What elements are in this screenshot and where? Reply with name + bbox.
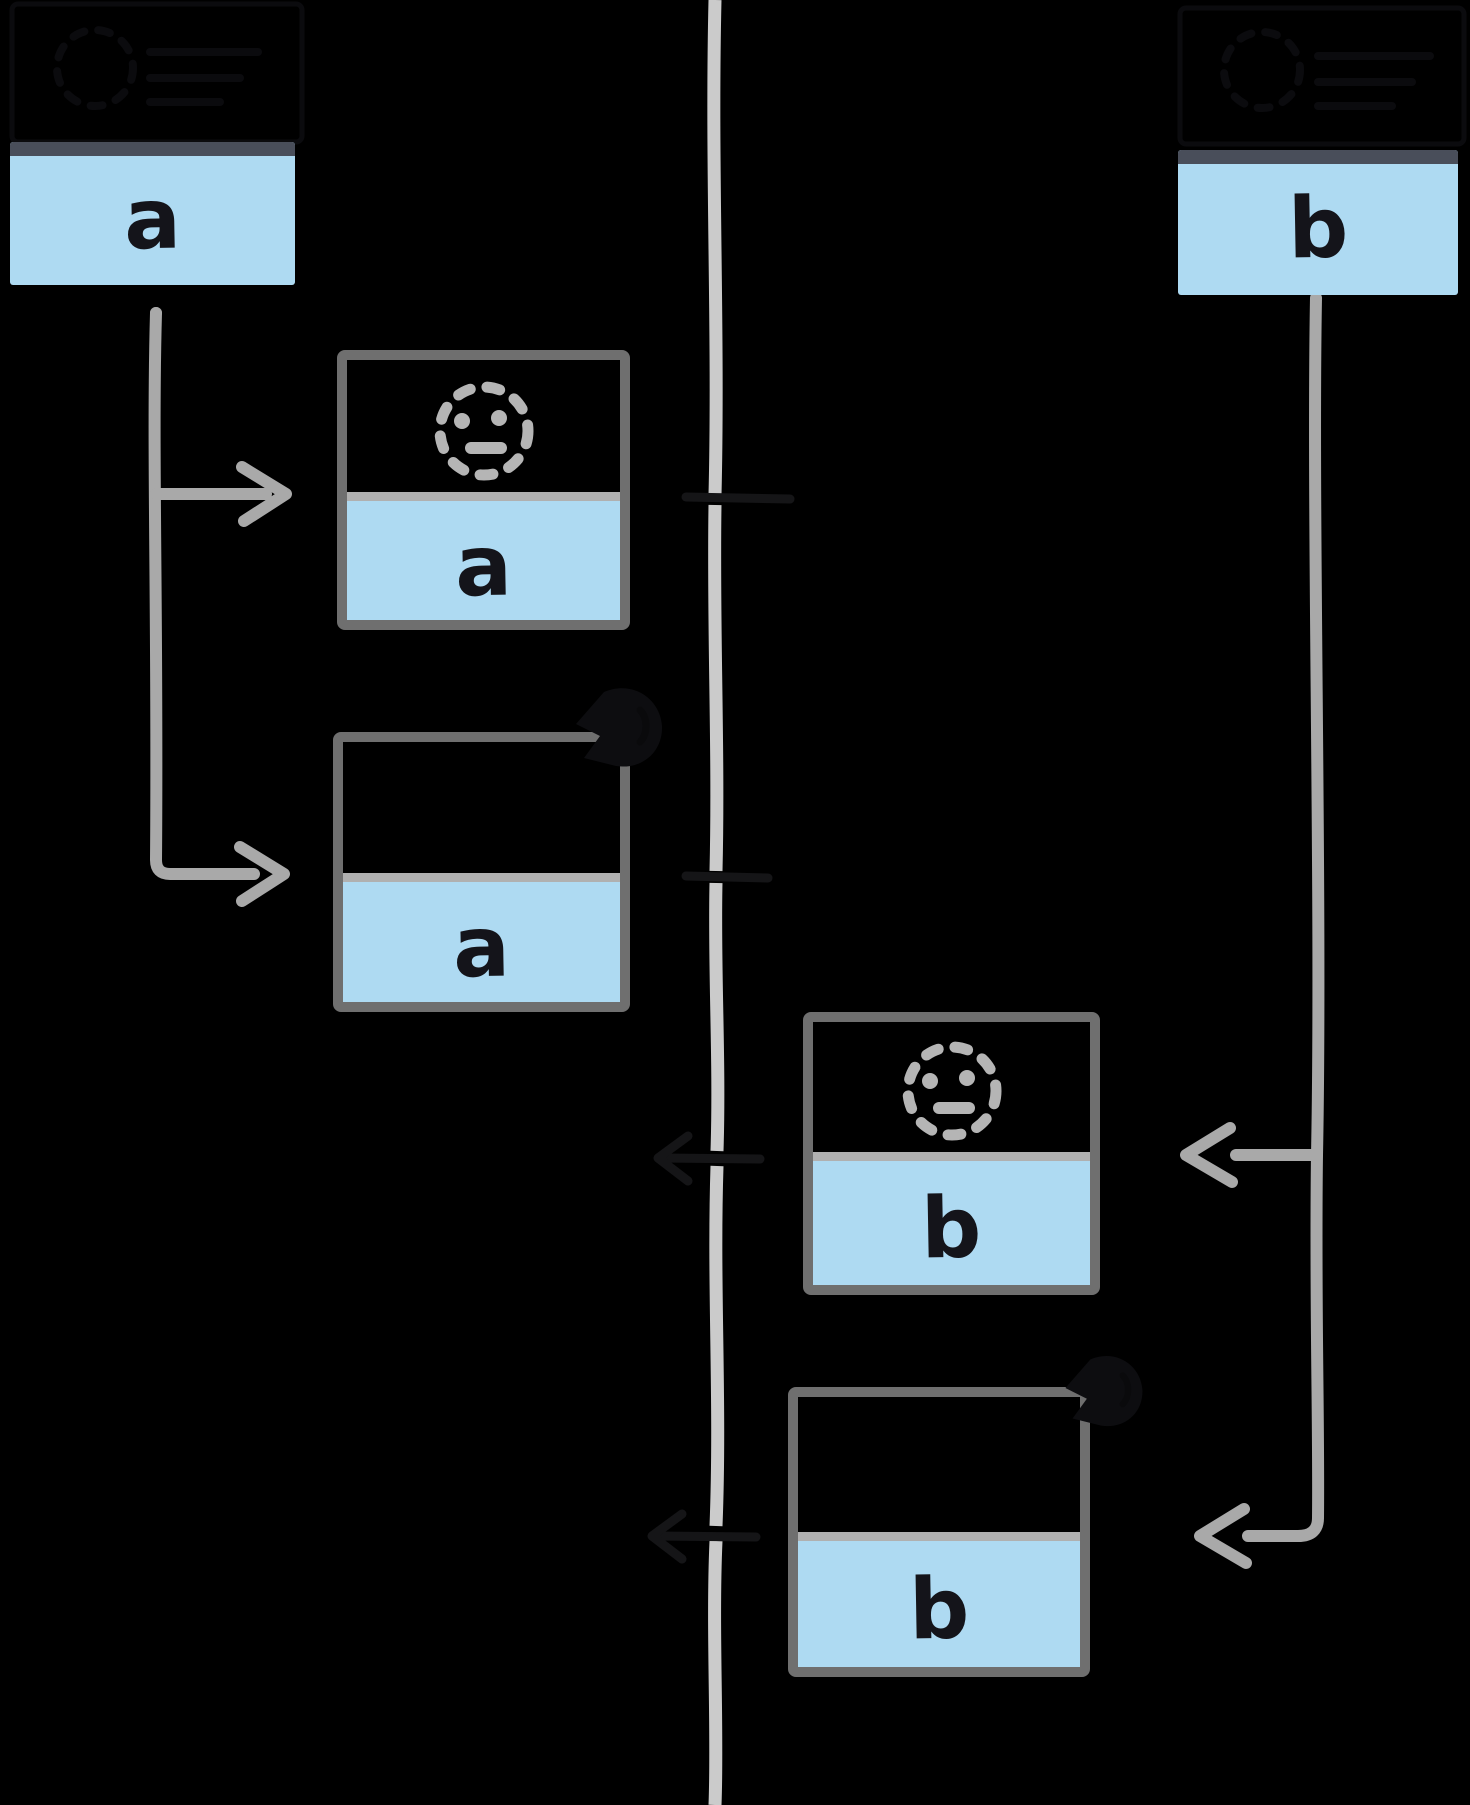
source-label-a: a bbox=[123, 169, 182, 268]
tick-a1 bbox=[681, 492, 795, 504]
dark-speaker-icon bbox=[576, 688, 663, 767]
tick-b1-arrowhead bbox=[653, 1131, 693, 1186]
left-flow-connector bbox=[148, 307, 292, 907]
snapshot-divider bbox=[798, 1532, 1080, 1541]
hidden-header-sketch-left bbox=[9, 1, 305, 145]
right-arrowhead-1 bbox=[1180, 1122, 1238, 1188]
snapshot-box-a2: a bbox=[333, 732, 630, 1012]
right-arrowhead-2 bbox=[1194, 1503, 1252, 1569]
source-window-b: b bbox=[1178, 150, 1458, 295]
right-flow-connector bbox=[1180, 292, 1325, 1569]
snapshot-box-a1: a bbox=[337, 350, 630, 630]
tick-b2 bbox=[651, 1531, 761, 1542]
snapshot-box-b2: b bbox=[788, 1387, 1090, 1677]
dark-seam-ticks bbox=[647, 492, 795, 1564]
snapshot-b1-label: b bbox=[920, 1178, 983, 1278]
dark-speaker-icon bbox=[1065, 1355, 1143, 1427]
source-label-b: b bbox=[1287, 177, 1350, 278]
snapshot-a1-top bbox=[347, 360, 620, 492]
snapshot-a2-label: a bbox=[452, 897, 511, 997]
center-lifeline bbox=[707, 0, 725, 1805]
snapshot-a2-top bbox=[343, 742, 620, 873]
snapshot-box-b1: b bbox=[803, 1012, 1100, 1295]
snapshot-a2-bottom: a bbox=[343, 882, 620, 1002]
dotted-line-face-icon bbox=[902, 1041, 1001, 1141]
snapshot-b2-bottom: b bbox=[798, 1541, 1080, 1667]
snapshot-b2-label: b bbox=[908, 1559, 971, 1659]
window-titlebar bbox=[10, 142, 295, 156]
source-window-a: a bbox=[10, 142, 295, 285]
snapshot-divider bbox=[813, 1152, 1090, 1161]
dotted-line-face-icon bbox=[434, 381, 533, 481]
tick-a2 bbox=[681, 871, 773, 883]
snapshot-divider bbox=[343, 873, 620, 882]
snapshot-b2-top bbox=[798, 1397, 1080, 1532]
left-connector-line bbox=[148, 307, 260, 880]
hidden-header-sketch-right bbox=[1177, 5, 1467, 147]
right-connector-line bbox=[1242, 292, 1325, 1542]
snapshot-a1-bottom: a bbox=[347, 501, 620, 620]
snapshot-b1-bottom: b bbox=[813, 1161, 1090, 1285]
left-arrowhead-1 bbox=[236, 461, 292, 527]
snapshot-a1-label: a bbox=[454, 516, 513, 615]
window-titlebar bbox=[1178, 150, 1458, 164]
snapshot-b1-top bbox=[813, 1022, 1090, 1152]
snapshot-divider bbox=[347, 492, 620, 501]
tick-b2-arrowhead bbox=[647, 1509, 687, 1564]
tick-b1 bbox=[657, 1153, 765, 1164]
left-arrowhead-2 bbox=[234, 841, 290, 907]
